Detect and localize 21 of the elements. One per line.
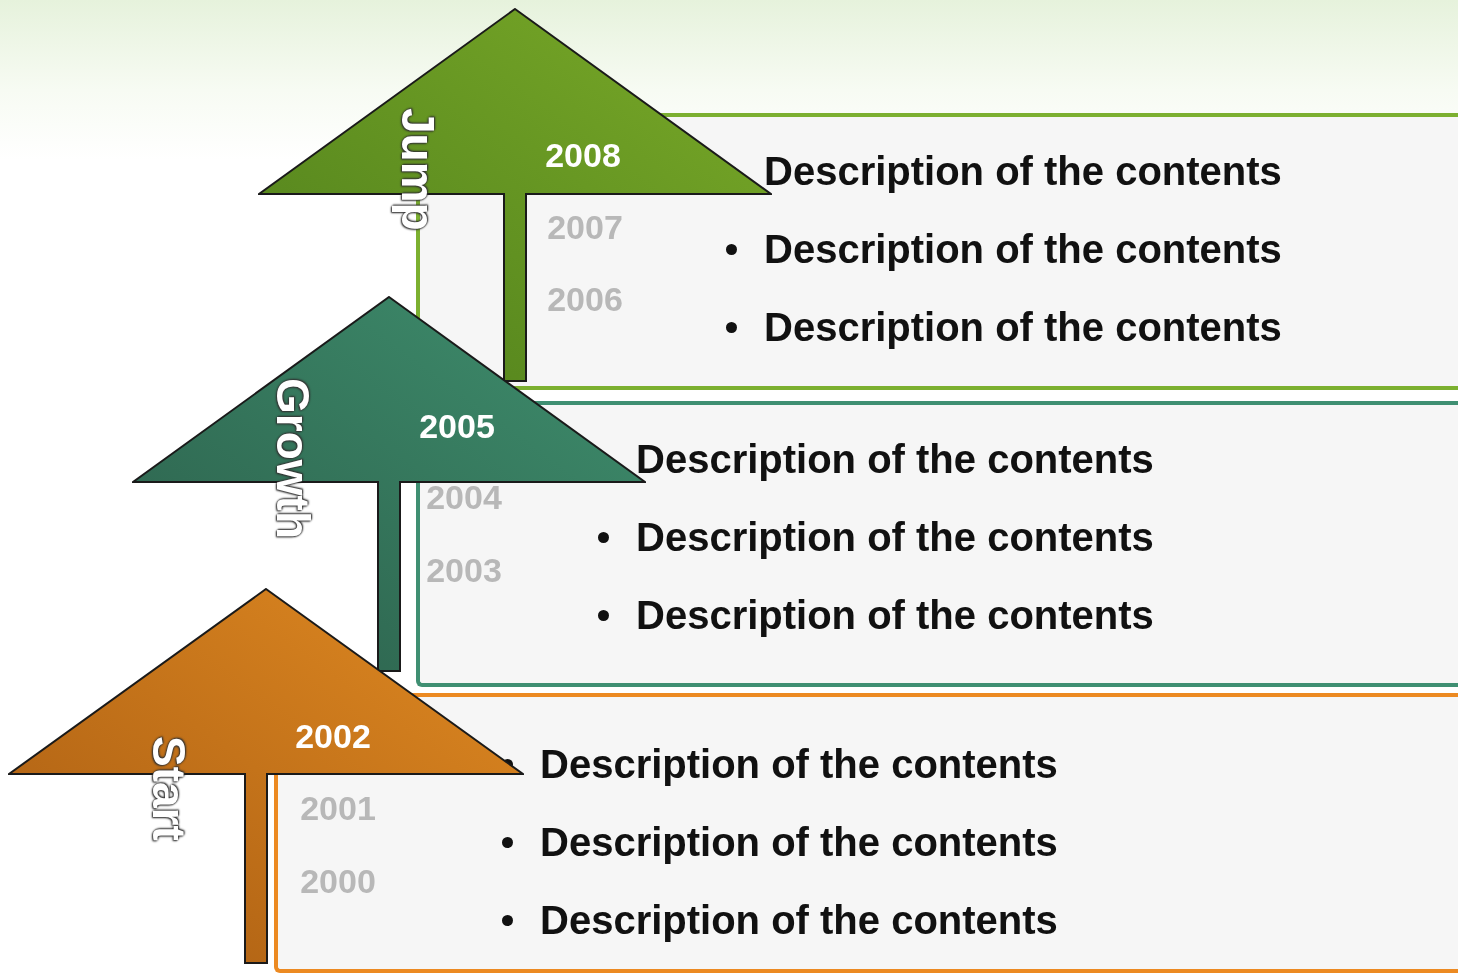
content-panel (274, 693, 1458, 973)
bullet-text: Description of the contents (764, 226, 1282, 273)
bullet-text: Description of the contents (636, 592, 1154, 639)
year-label: 2001 (300, 788, 376, 828)
year-label: 2006 (547, 279, 623, 319)
stage-label: Start (142, 736, 196, 841)
bullet-text: Description of the contents (764, 148, 1282, 195)
bullet-text: Description of the contents (764, 304, 1282, 351)
year-label: 2003 (426, 550, 502, 590)
bullet-text: Description of the contents (540, 897, 1058, 944)
year-label: 2008 (545, 135, 621, 175)
year-label: 2004 (426, 477, 502, 517)
year-label: 2002 (295, 716, 371, 756)
bullet-text: Description of the contents (636, 514, 1154, 561)
bullet-text: Description of the contents (636, 436, 1154, 483)
content-panel (416, 401, 1458, 687)
year-label: 2005 (419, 406, 495, 446)
year-label: 2000 (300, 861, 376, 901)
year-label: 2007 (547, 207, 623, 247)
bullet-text: Description of the contents (540, 819, 1058, 866)
bullet-text: Description of the contents (540, 741, 1058, 788)
